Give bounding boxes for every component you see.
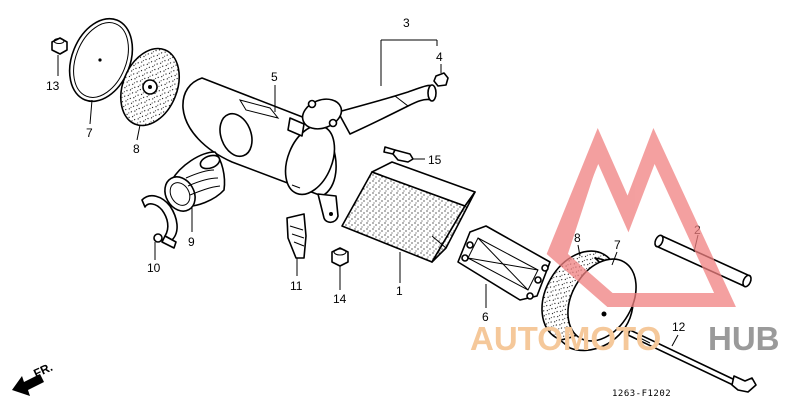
callout-4: 4 <box>436 50 443 64</box>
band-clamp-10 <box>141 194 178 249</box>
drain-tube-11 <box>286 213 307 259</box>
callout-8-right: 8 <box>574 231 581 245</box>
watermark-text-hub: HUB <box>708 320 780 357</box>
long-bolt-12 <box>627 329 757 393</box>
nut-14 <box>331 247 349 267</box>
front-arrow-icon <box>12 374 44 396</box>
callout-7-right: 7 <box>614 238 621 252</box>
callout-10: 10 <box>147 261 161 275</box>
watermark-text-automoto: AUTOMOTO <box>470 320 661 357</box>
callout-6: 6 <box>482 310 489 324</box>
grommet-4 <box>433 72 449 87</box>
callout-14: 14 <box>333 292 347 306</box>
callout-13: 13 <box>46 79 60 93</box>
callout-8-left: 8 <box>133 142 140 156</box>
connecting-tube-9 <box>164 151 226 212</box>
callout-7-left: 7 <box>86 126 93 140</box>
leader-lines <box>57 39 699 347</box>
front-direction-indicator: FR. <box>12 360 55 396</box>
diagram-code: 1263-F1202 <box>612 389 671 399</box>
callout-15: 15 <box>428 153 442 167</box>
cover-left-7 <box>68 17 134 103</box>
filter-element-1 <box>341 161 476 263</box>
filter-disc-left-8 <box>120 47 180 127</box>
callout-1: 1 <box>396 284 403 298</box>
callout-5: 5 <box>271 70 278 84</box>
watermark: AUTOMOTO HUB <box>470 127 780 357</box>
nut-13 <box>51 37 68 55</box>
callout-12: 12 <box>672 320 686 334</box>
bolt-15 <box>383 146 414 163</box>
watermark-logo-icon <box>546 127 736 307</box>
callout-11: 11 <box>290 279 303 293</box>
callout-9: 9 <box>188 235 195 249</box>
callout-3: 3 <box>403 16 410 30</box>
intake-tube-3 <box>301 84 437 135</box>
air-cleaner-case-5 <box>182 77 339 224</box>
front-label: FR. <box>31 360 54 381</box>
filter-holder-6 <box>457 225 551 301</box>
